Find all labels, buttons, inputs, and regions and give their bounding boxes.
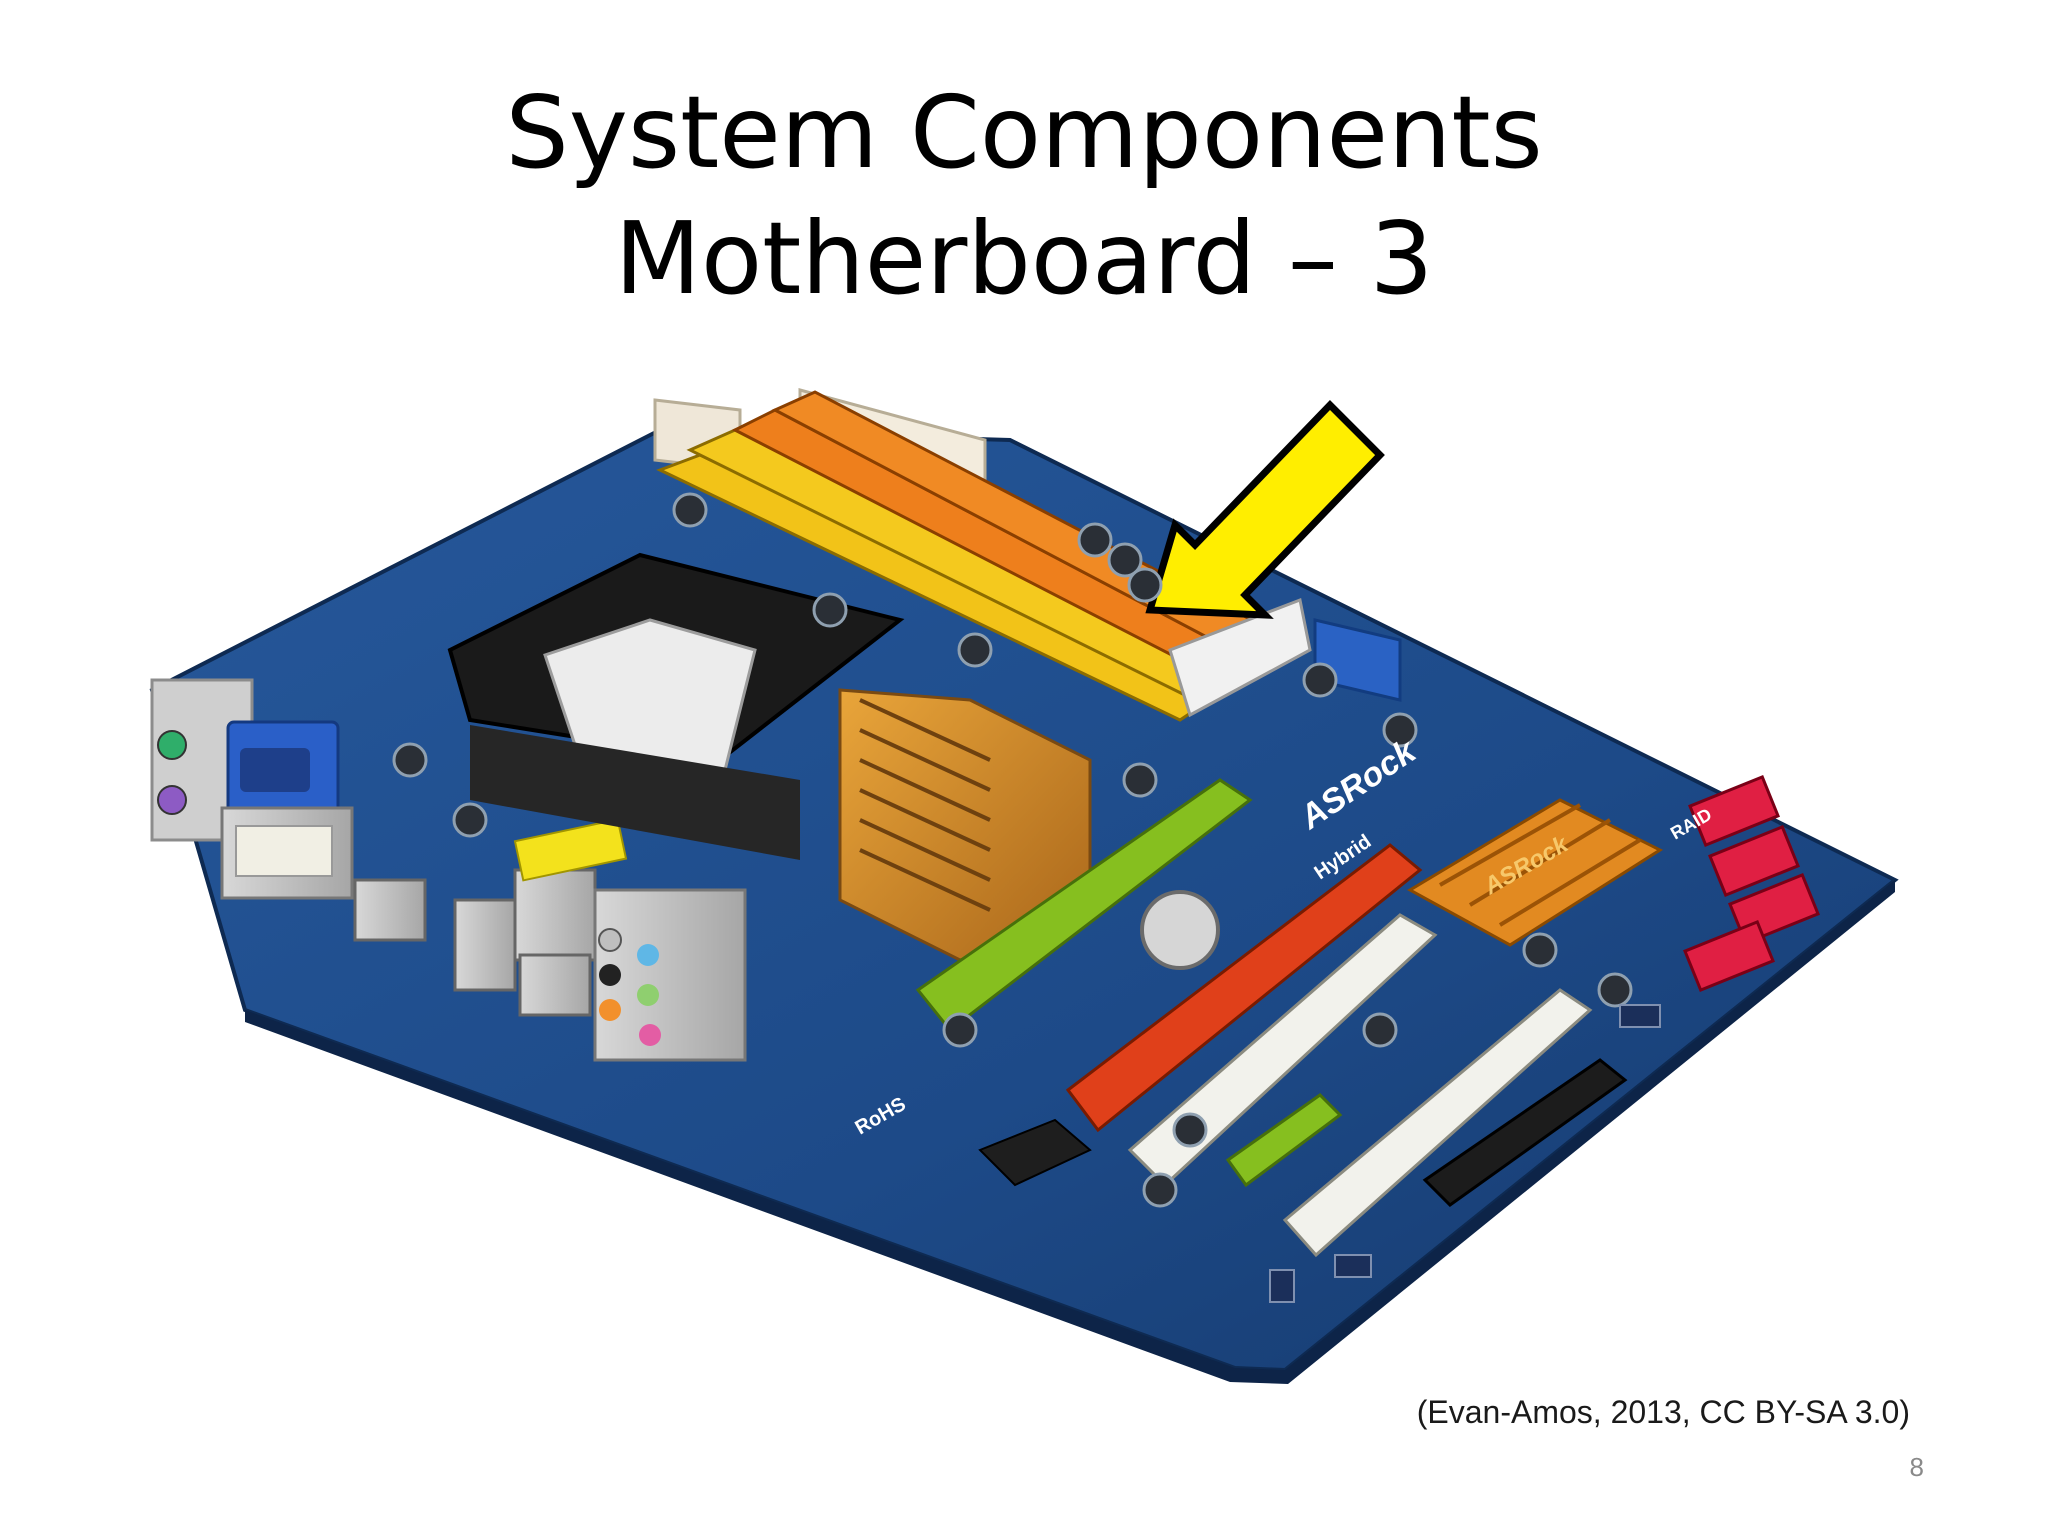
audio-jack-pink-icon xyxy=(639,1024,661,1046)
yellow-arrow-icon xyxy=(1145,400,1385,619)
lan-port-label xyxy=(513,818,628,882)
sata-port-4 xyxy=(1683,919,1775,993)
pin-headers xyxy=(1269,1004,1661,1303)
ps2-mouse-port-icon xyxy=(157,785,187,815)
audio-jack-gray-icon xyxy=(598,928,622,952)
image-credit-caption: (Evan-Amos, 2013, CC BY-SA 3.0) xyxy=(1416,1394,1910,1430)
audio-jack-green-icon xyxy=(637,984,659,1006)
pci-slot-white-1 xyxy=(1127,913,1438,1188)
sata-connectors xyxy=(1683,774,1820,993)
northbridge-heatsink xyxy=(838,688,1092,962)
usb-stack-1 xyxy=(453,898,517,992)
slide-title: System Components Motherboard – 3 xyxy=(0,70,2048,322)
lan-port xyxy=(513,868,597,962)
dvi-port-face xyxy=(235,825,333,877)
southbridge-heatsink xyxy=(1406,798,1664,947)
cpu-socket-lever xyxy=(470,725,800,860)
page-number: 8 xyxy=(1909,1452,1924,1482)
slide-title-line-1: System Components xyxy=(505,74,1543,191)
sata-port-2 xyxy=(1708,824,1800,898)
vga-port-face xyxy=(240,748,310,792)
audio-jack-black-icon xyxy=(599,964,621,986)
pci-slot-white-2 xyxy=(1282,988,1593,1258)
audio-jack-orange-icon xyxy=(599,999,621,1021)
pcie-x1-green xyxy=(1225,1093,1343,1188)
slide-title-line-2: Motherboard – 3 xyxy=(614,200,1434,317)
pcb-edge xyxy=(245,880,1895,1384)
memory-slots xyxy=(656,390,1312,722)
cmos-battery-icon xyxy=(1140,890,1220,970)
floppy-connector xyxy=(1422,1058,1628,1207)
usb-stack-2 xyxy=(518,953,592,1017)
super-io-chip xyxy=(978,1118,1092,1187)
hdmi-port xyxy=(353,878,427,942)
audio-jack-blue-icon xyxy=(637,944,659,966)
pcie-x16-green xyxy=(915,778,1253,1033)
sata-port-1 xyxy=(1688,774,1780,848)
capacitors xyxy=(392,492,1633,1208)
rear-io-panel xyxy=(150,678,747,1062)
ps2-keyboard-port-icon xyxy=(157,730,187,760)
pcie-x16-red xyxy=(1065,843,1423,1133)
